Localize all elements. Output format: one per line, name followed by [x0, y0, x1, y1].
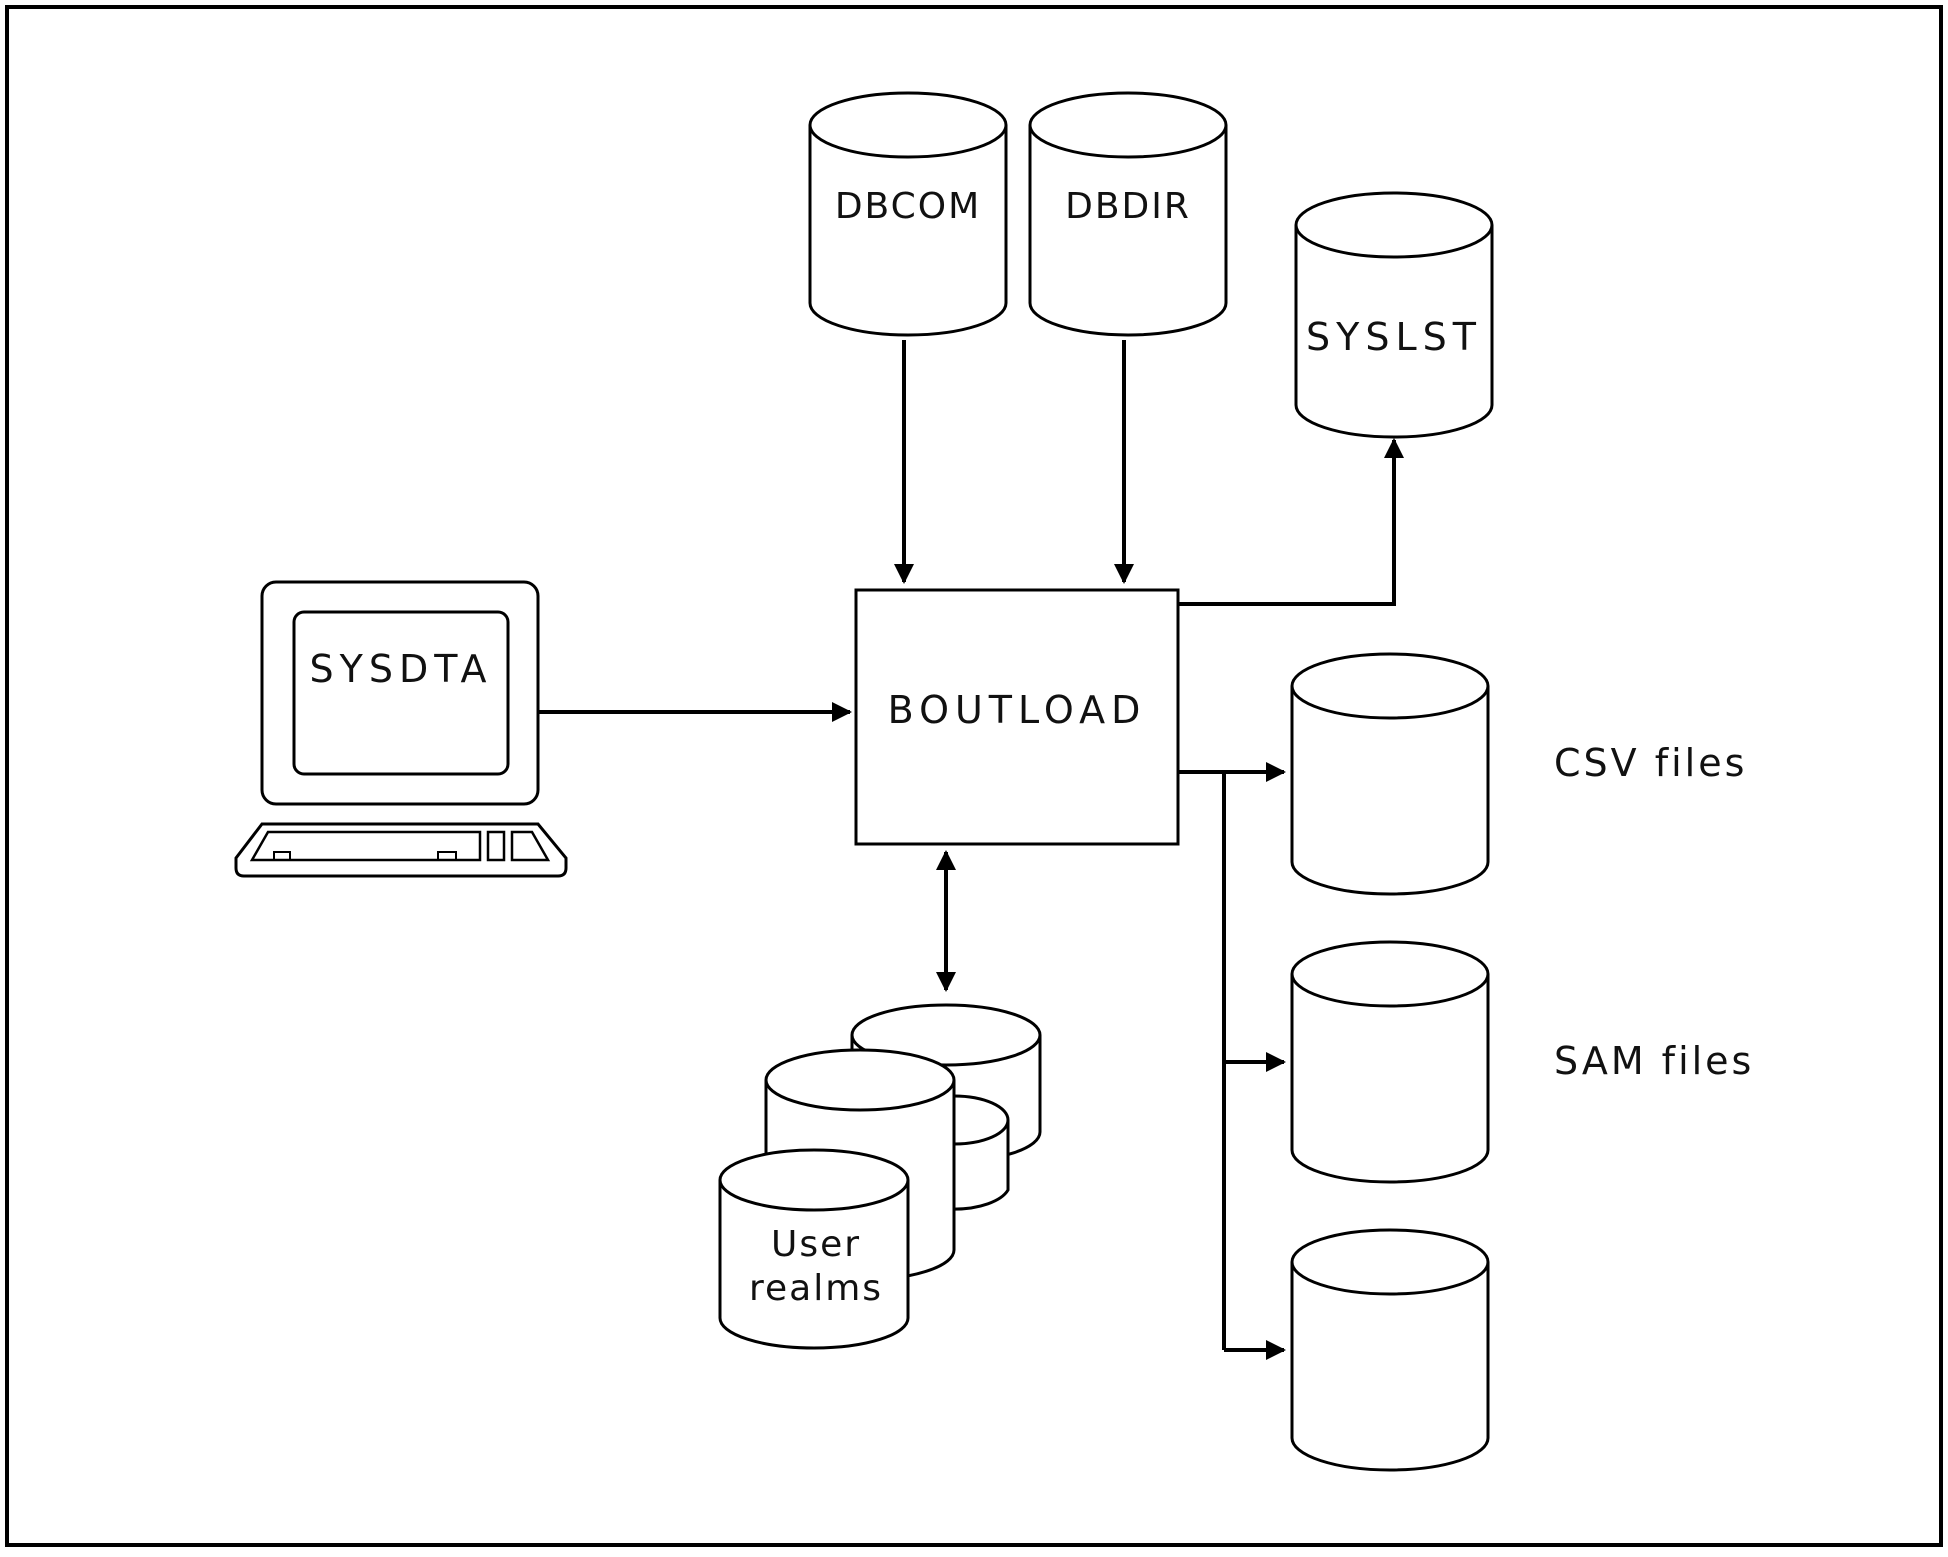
user-realms-label-line1: User	[771, 1224, 861, 1265]
csv-files-label: CSV files	[1554, 741, 1747, 785]
dbdir-label: DBDIR	[1065, 186, 1191, 227]
syslst-label: SYSLST	[1306, 315, 1482, 359]
user-realms-label-line2: realms	[749, 1268, 883, 1309]
arrow-boutload-to-syslst	[1178, 438, 1404, 606]
dbdir-cylinder: DBDIR	[1028, 91, 1228, 337]
dbcom-label: DBCOM	[835, 186, 981, 227]
user-realms-cylinders: User realms	[718, 1003, 1042, 1350]
dbcom-cylinder: DBCOM	[808, 91, 1008, 337]
boutload-box: BOUTLOAD	[854, 588, 1180, 846]
sam-files-label: SAM files	[1554, 1039, 1754, 1083]
sam-files-cylinder	[1290, 940, 1490, 1184]
sysdta-label: SYSDTA	[310, 647, 493, 691]
boutload-label: BOUTLOAD	[888, 688, 1147, 732]
syslst-cylinder: SYSLST	[1294, 191, 1494, 439]
csv-files-cylinder	[1290, 652, 1490, 896]
sysdta-terminal-icon: SYSDTA	[234, 580, 568, 878]
outer-frame	[5, 5, 1943, 1547]
output-file-cylinder-3	[1290, 1228, 1490, 1472]
keyboard-icon	[234, 822, 568, 878]
